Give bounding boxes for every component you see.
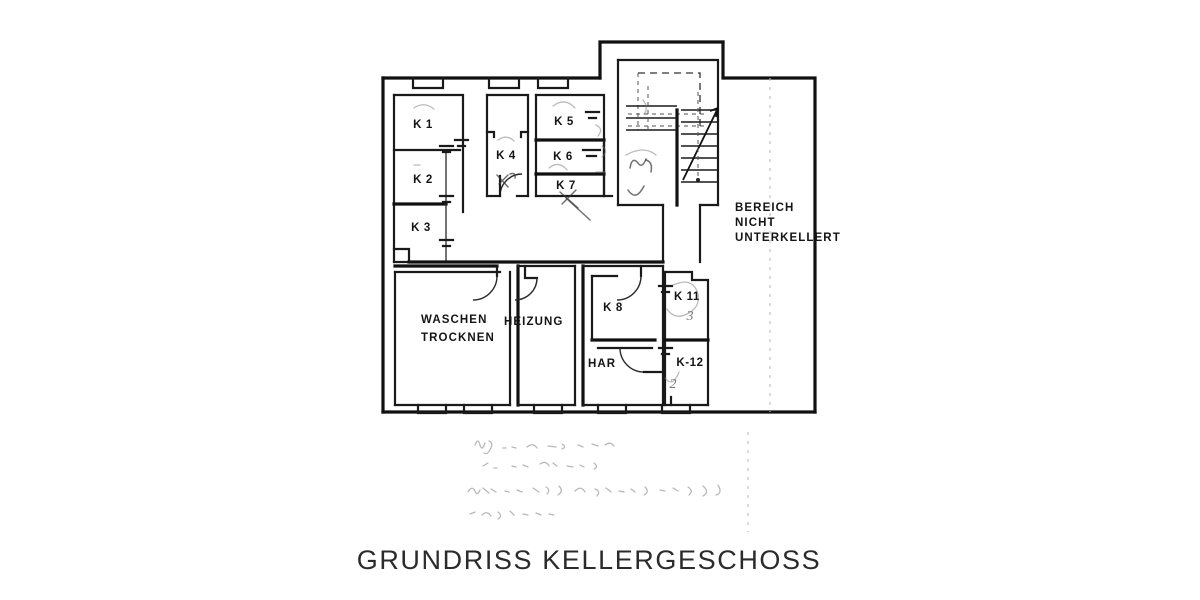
room-label-k11: K 11: [674, 291, 700, 303]
room-heizung: HEIZUNG: [504, 264, 577, 407]
stair-treads-left: [626, 105, 677, 131]
area-label-waschen-line2: TROCKNEN: [421, 332, 495, 344]
area-label-waschen-line1: WASCHEN: [421, 314, 487, 326]
room-waschen-trocknen: WASCHEN TROCKNEN: [393, 264, 512, 407]
room-label-k5: K 5: [554, 116, 574, 128]
window-recesses-bottom: [416, 395, 692, 415]
stairwell: [616, 58, 720, 207]
room-group-k1-k2-k3: K 1 K 2 K 3: [392, 93, 470, 264]
non-basement-line1: BEREICH: [735, 202, 794, 214]
room-label-k6: K 6: [553, 151, 573, 163]
page-title: GRUNDRISS KELLERGESCHOSS: [357, 545, 822, 575]
room-label-k3: K 3: [411, 222, 431, 234]
room-label-k7: K 7: [556, 180, 576, 192]
corridor-walls: [407, 194, 702, 264]
room-group-k11-k12: K 11 3 K-12 2: [657, 270, 710, 407]
room-label-k4: K 4: [496, 150, 516, 162]
room-group-k4: K 4: [485, 93, 530, 198]
room-label-k2: K 2: [413, 174, 433, 186]
handwritten-k12-number: 2: [670, 377, 677, 392]
window-recesses-top: [411, 76, 570, 90]
wall-break-symbols: [438, 138, 470, 248]
non-basement-line2: NICHT: [735, 217, 776, 229]
non-basement-line3: UNTERKELLERT: [735, 232, 841, 244]
room-label-k1: K 1: [413, 119, 433, 131]
room-group-k5-k6-k7: K 5 K 6 K 7: [534, 93, 607, 221]
stair-direction-arrow: [682, 107, 719, 181]
room-label-k12: K-12: [676, 357, 703, 369]
handwritten-notes-block: [467, 432, 749, 532]
area-label-har: HAR: [588, 358, 616, 370]
area-label-heizung: HEIZUNG: [504, 316, 563, 328]
room-group-k8-har: K 8 HAR: [581, 264, 665, 407]
room-label-k8: K 8: [603, 302, 623, 314]
non-basement-block: BEREICH NICHT UNTERKELLERT: [723, 76, 841, 414]
handwritten-k11-number: 3: [686, 309, 694, 324]
